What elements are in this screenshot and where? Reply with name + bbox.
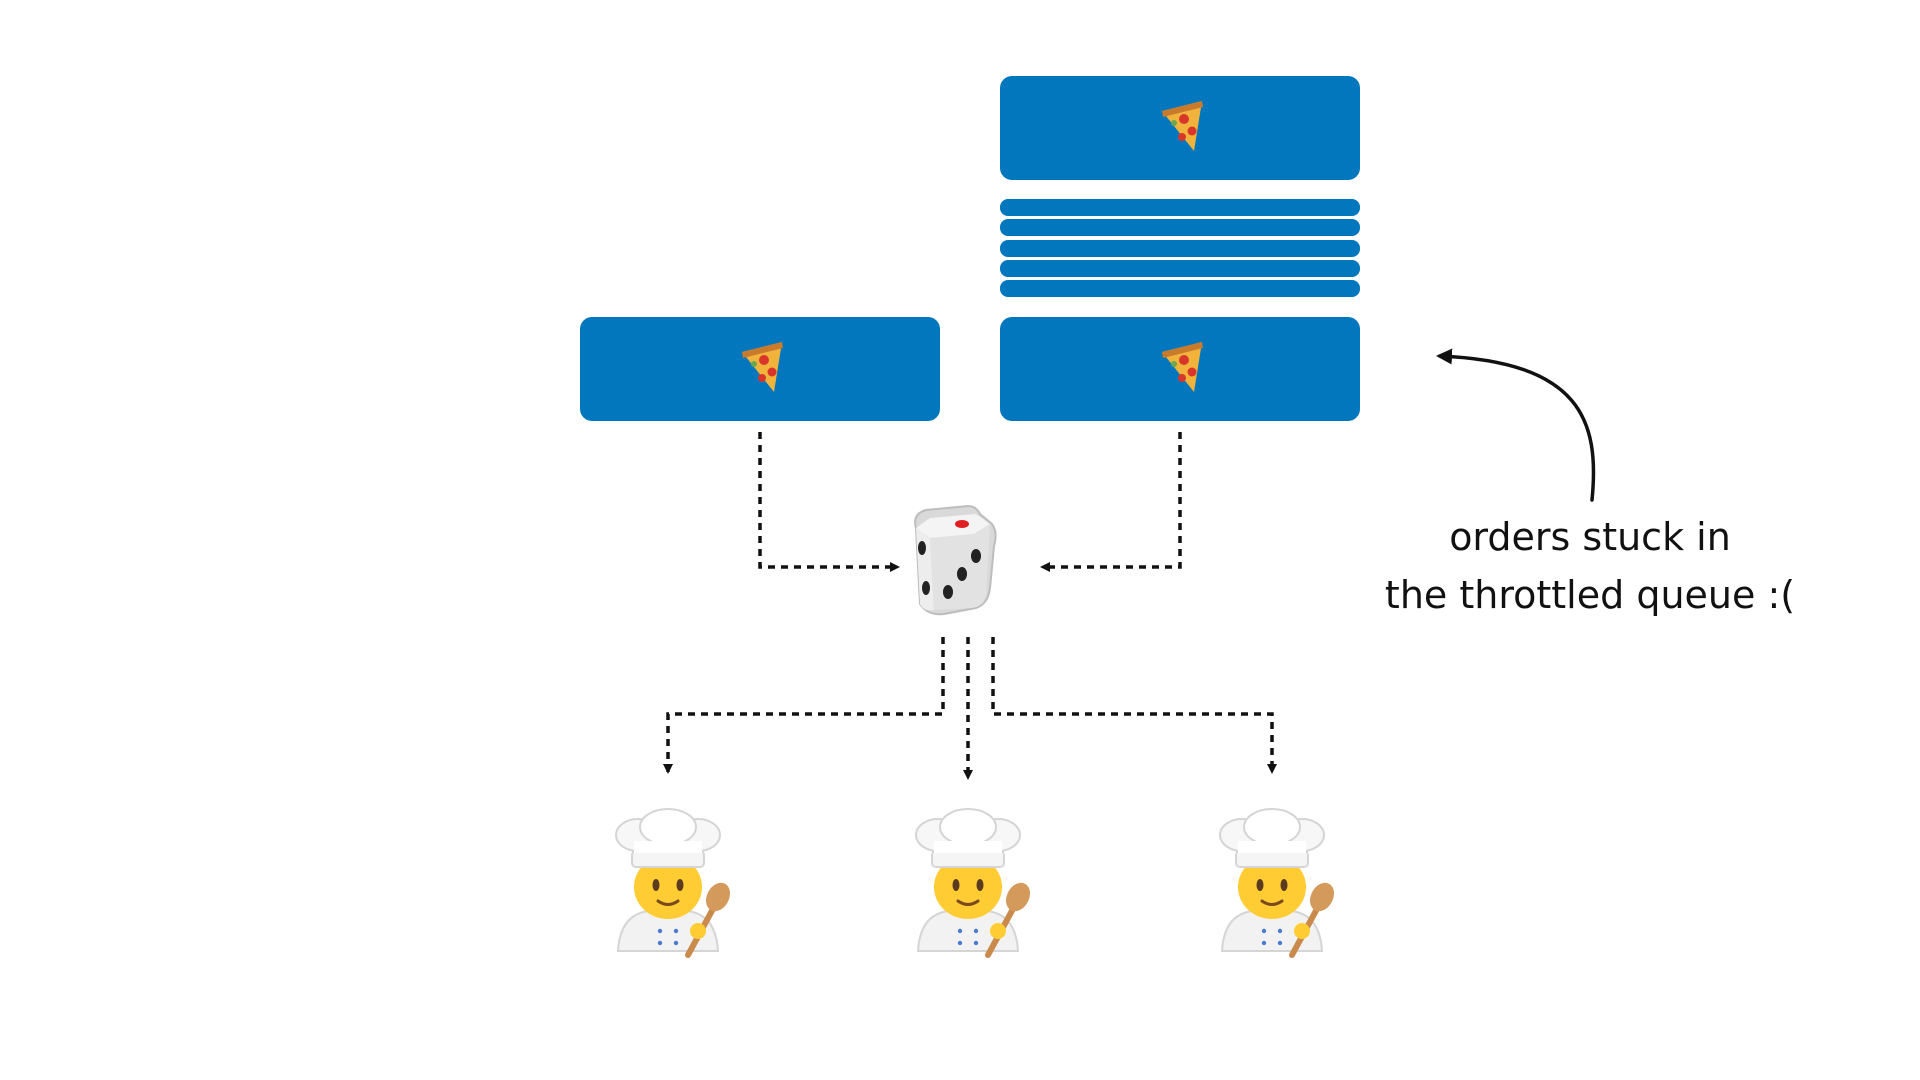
left-queue-to-dice-arrow <box>758 432 900 572</box>
dice-to-cook-right-arrow <box>991 637 1277 774</box>
dice-icon <box>914 504 997 616</box>
annotation-text: orders stuck in the throttled queue :( <box>1360 508 1820 624</box>
cook-icon <box>916 809 1035 955</box>
annotation-arrow <box>1436 348 1596 502</box>
cook-icon <box>1220 809 1339 955</box>
dice-to-cook-left-arrow <box>663 637 945 774</box>
throttled-queue-to-dice-arrow <box>1040 432 1182 572</box>
annotation-line-1: orders stuck in <box>1449 515 1731 559</box>
annotation-line-2: the throttled queue :( <box>1384 573 1796 617</box>
throttled-queue-stacked-orders <box>1000 199 1360 297</box>
cook-icon <box>616 809 735 955</box>
